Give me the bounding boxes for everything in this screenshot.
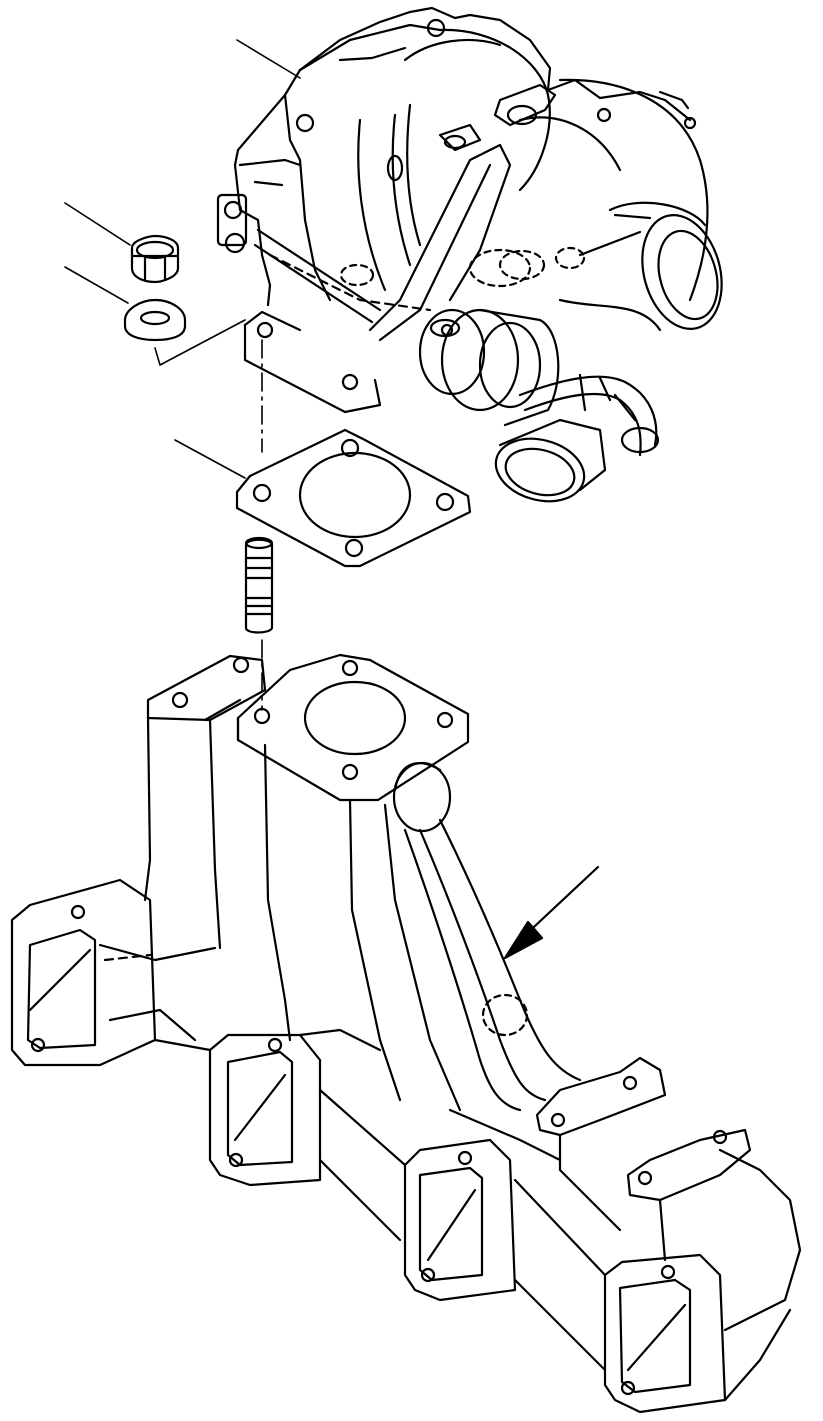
stud [244,536,274,634]
arrow-indicator [503,865,600,960]
exhaust-manifold [10,653,802,1414]
nut [130,234,180,284]
washer [123,298,187,342]
turbocharger [216,6,723,503]
gasket [235,428,472,568]
leader-lines [64,39,301,479]
